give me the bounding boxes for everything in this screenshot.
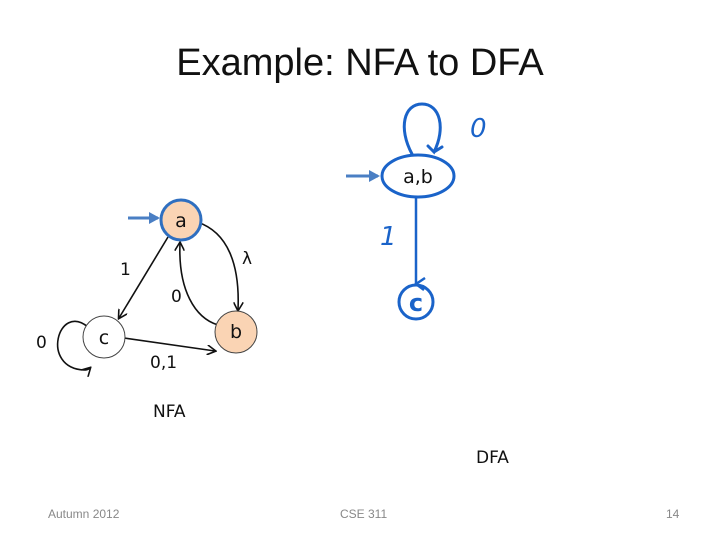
- nfa-edge-a-to-b: [196, 221, 238, 310]
- nfa-edge-c-self-loop: [56, 320, 90, 370]
- nfa-edge-c-to-b: [123, 337, 215, 351]
- footer-page-number: 14: [666, 507, 680, 521]
- nfa-state-b-label: b: [230, 321, 242, 343]
- nfa-state-c-label: c: [99, 327, 109, 349]
- dfa-label-ab-to-c: 1: [380, 222, 397, 252]
- nfa-label-b-to-a: 0: [171, 287, 182, 307]
- footer-course: CSE 311: [340, 507, 388, 521]
- nfa-caption: NFA: [153, 402, 186, 422]
- nfa-state-a: [159, 198, 203, 242]
- footer-date: Autumn 2012: [48, 507, 120, 521]
- nfa-edge-b-to-a: [180, 243, 219, 326]
- dfa-diagram: a,b c 0 1: [346, 102, 487, 321]
- dfa-state-ab-label: a,b: [403, 166, 433, 188]
- dfa-label-ab-self: 0: [470, 114, 487, 144]
- nfa-label-a-to-b: λ: [242, 249, 252, 269]
- dfa-state-c: [397, 283, 435, 321]
- nfa-state-a-label: a: [175, 210, 187, 232]
- dfa-caption: DFA: [476, 448, 509, 468]
- nfa-label-c-to-b: 0,1: [150, 353, 177, 373]
- nfa-diagram: a b c λ 0 1 0 0,1: [36, 198, 258, 373]
- slide-title: Example: NFA to DFA: [176, 42, 544, 84]
- nfa-state-b: [214, 310, 258, 354]
- dfa-state-c-label: c: [409, 289, 423, 317]
- nfa-label-a-to-c: 1: [120, 260, 131, 280]
- nfa-edge-a-to-c: [119, 236, 169, 318]
- nfa-state-c: [82, 315, 126, 359]
- dfa-state-ab: [380, 153, 456, 199]
- dfa-edge-ab-self-loop: [402, 102, 444, 156]
- nfa-label-c-self: 0: [36, 333, 47, 353]
